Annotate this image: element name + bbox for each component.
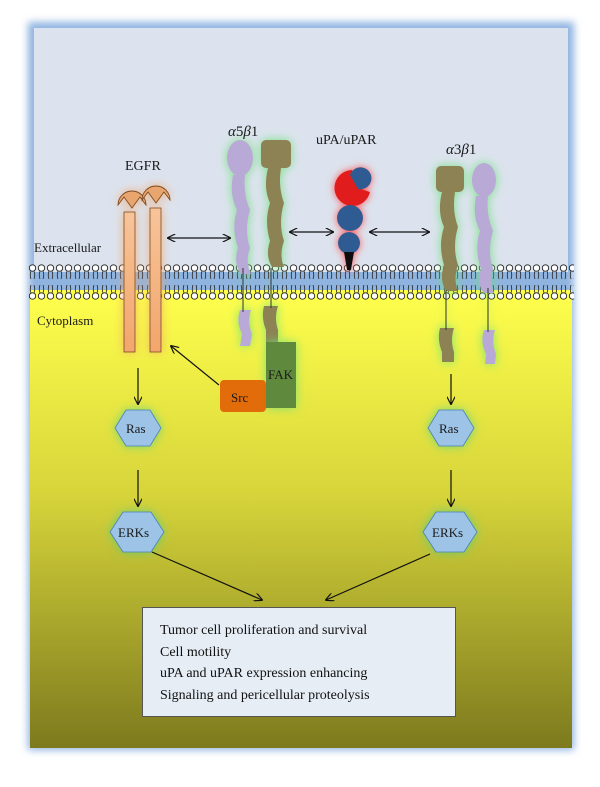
src-box: Src [220,380,266,412]
outcome-item: Signaling and pericellular proteolysis [160,687,370,703]
outcomes-list: Tumor cell proliferation and survival Ce… [160,620,455,706]
arrow-src-egfr [171,346,220,386]
arrow-erks-right-outcome [326,553,431,600]
extracellular-label: Extracellular [34,240,102,255]
integrin-alpha5beta1 [227,140,291,346]
egfr-label: EGFR [125,159,161,174]
arrow-erks-left-outcome [151,551,262,600]
egfr-ligand-cup-right [141,185,171,204]
integrin-alpha3beta1 [436,163,496,364]
ras-left: Ras [114,409,162,447]
outcome-item: uPA and uPAR expression enhancing [160,666,368,681]
erks-left-label: ERKs [118,525,149,540]
src-label: Src [231,390,249,405]
alpha3beta1-label: α3β1 [446,142,476,158]
outcomes-box: Tumor cell proliferation and survival Ce… [142,607,456,717]
fak-box: FAK [266,342,296,408]
ras-left-label: Ras [126,421,146,436]
fak-label: FAK [268,367,294,382]
outcome-item: Cell motility [160,644,232,660]
outcome-item: Tumor cell proliferation and survival [160,623,368,638]
erks-left: ERKs [109,511,165,553]
upa-upar-label: uPA/uPAR [316,133,377,148]
upa-upar-complex [334,167,372,270]
cytoplasm-label: Cytoplasm [37,313,93,328]
alpha5beta1-label: α5β1 [228,124,258,140]
erks-right: ERKs [422,511,478,553]
ras-right: Ras [427,409,475,447]
cell-frame [28,22,574,750]
ras-right-label: Ras [439,421,459,436]
erks-right-label: ERKs [432,525,463,540]
egfr-ligand-cup-left [117,190,147,209]
egfr-receptor [117,185,171,353]
